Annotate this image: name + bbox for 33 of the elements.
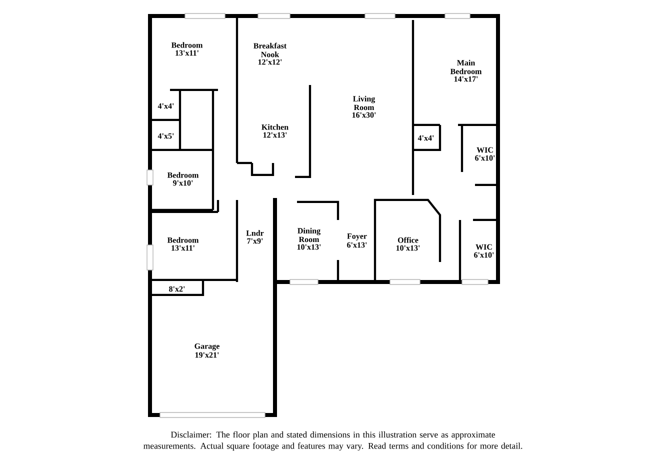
room-name: Kitchen	[262, 124, 288, 130]
room-name: Garage	[194, 343, 220, 351]
room-name: Bedroom	[167, 172, 199, 178]
room-dimension: 16'x30'	[352, 112, 376, 118]
room-dimension: 7'x9'	[247, 238, 263, 244]
room-dimension: 10'x13'	[297, 244, 321, 250]
room-dimension: 19'x21'	[195, 352, 219, 358]
room-name: Main Bedroom	[450, 60, 482, 74]
room-name: WIC	[476, 244, 492, 250]
room-name: Bedroom	[167, 237, 199, 243]
room-dimension: 4'x4'	[158, 103, 174, 109]
room-dimension: 6'x10'	[475, 155, 495, 161]
room-name: Dining Room	[298, 228, 320, 242]
room-dimension: 4'x4'	[418, 135, 434, 141]
room-dimension: 9'x10'	[173, 180, 193, 186]
room-name: Foyer	[347, 234, 367, 240]
room-name: Living Room	[353, 96, 376, 110]
room-dimension: 6'x13'	[347, 242, 367, 248]
room-name: Breakfast Nook	[254, 42, 287, 58]
room-dimension: 13'x11'	[176, 50, 198, 56]
room-dimension: 12'x12'	[258, 59, 282, 65]
room-name: WIC	[476, 147, 493, 153]
room-name: Bedroom	[171, 42, 203, 48]
room-name: Lndr	[246, 230, 264, 236]
room-dimension: 6'x10'	[474, 252, 494, 258]
room-dimension: 14'x17'	[454, 76, 478, 82]
disclaimer-text: Disclaimer: The floor plan and stated dimensions in this illustration serve as approximate measurements. Actual square footage and features may vary. Read terms and conditions for more detail.	[144, 431, 522, 451]
room-dimension: 13'x11'	[172, 245, 194, 251]
room-dimension: 4'x5'	[158, 133, 174, 139]
room-name: Office	[398, 237, 418, 243]
room-dimension: 8'x2'	[169, 286, 185, 292]
room-dimension: 12'x13'	[263, 132, 287, 138]
room-dimension: 10'x13'	[396, 245, 420, 251]
